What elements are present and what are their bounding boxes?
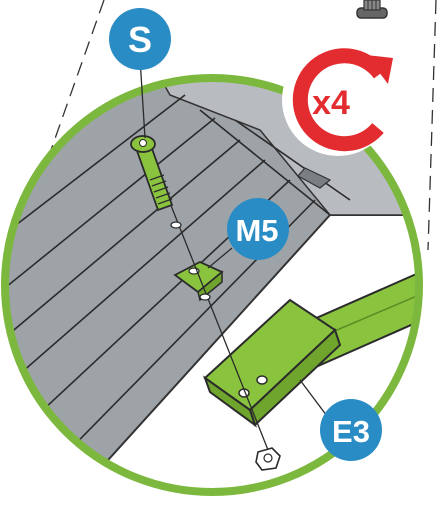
repeat-badge: x4 [282,44,394,156]
badge-m5: M5 [227,198,289,260]
badge-e3-label: E3 [332,414,370,449]
nut-icon [357,0,387,18]
panel-hole [200,294,210,300]
bottom-nut [256,448,280,470]
badge-m5-label: M5 [235,213,278,248]
repeat-label: x4 [312,84,350,122]
badge-s-label: S [128,19,152,60]
badge-s: S [109,8,171,70]
badge-e3: E3 [320,399,382,461]
panel-hole [171,222,181,228]
